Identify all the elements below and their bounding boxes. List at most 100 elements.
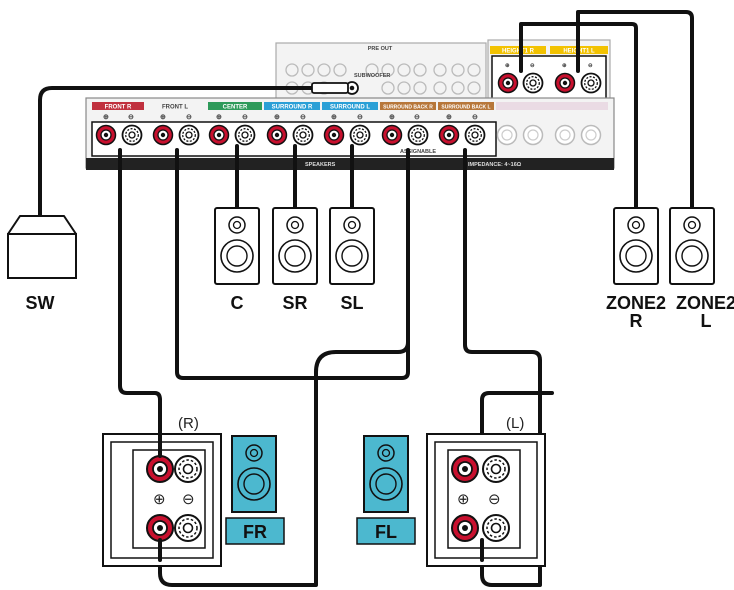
impedance-label: IMPEDANCE: 4~16Ω — [468, 162, 522, 168]
fr-high-minus-terminal — [174, 455, 202, 483]
svg-text:⊕: ⊕ — [389, 114, 395, 121]
svg-text:⊖: ⊖ — [128, 114, 134, 121]
left-tag: (L) — [506, 415, 524, 432]
fl-plate — [356, 517, 416, 545]
surround-back-l-text: SURROUND BACK L — [441, 105, 490, 111]
surround-back-l-minus-terminal — [464, 124, 486, 146]
zone2-right-speaker — [613, 207, 659, 285]
minus-mark: ⊖ — [588, 63, 593, 69]
front-l-plus-terminal — [152, 124, 174, 146]
biamp-wire-ends — [158, 398, 484, 562]
surround-r-header — [264, 102, 320, 110]
zone2-left-speaker — [669, 207, 715, 285]
sl-label: SL — [340, 293, 363, 313]
front-r-minus-terminal — [121, 124, 143, 146]
fr-minus-mark: ⊖ — [182, 491, 195, 508]
fr-low-plus-terminal — [146, 514, 174, 542]
surround-back-r-plus-terminal — [381, 124, 403, 146]
height1-r-text: HEIGHT1 R — [502, 49, 535, 55]
fl-speaker — [363, 435, 409, 513]
speaker-wires — [38, 10, 694, 587]
front-r-header — [92, 102, 144, 110]
unused-terminal — [580, 124, 602, 146]
zone2-l-label-line1: ZONE2 — [676, 293, 734, 313]
zone2-r-label-line1: ZONE2 — [606, 293, 666, 313]
zone2-r-label-line2: R — [630, 311, 643, 331]
sr-label: SR — [282, 293, 307, 313]
center-minus-terminal — [234, 124, 256, 146]
surround-r-text: SURROUND R — [272, 105, 313, 111]
svg-text:⊕: ⊕ — [160, 114, 166, 121]
assignable-label-bottom: ASSIGNABLE — [400, 149, 436, 155]
fr-low-minus-terminal — [174, 514, 202, 542]
front-l-minus-terminal — [178, 124, 200, 146]
svg-text:⊕: ⊕ — [331, 114, 337, 121]
svg-text:⊕: ⊕ — [274, 114, 280, 121]
front-r-text: FRONT R — [105, 105, 132, 111]
plus-mark: ⊕ — [562, 63, 567, 69]
surround-left-speaker — [329, 207, 375, 285]
receiver-preout-panel: PRE OUT SUBWOOFER — [275, 42, 487, 100]
surround-right-speaker — [272, 207, 318, 285]
height1-r-minus-terminal — [522, 72, 544, 94]
front-l-text: FRONT L — [162, 105, 188, 111]
minus-mark: ⊖ — [530, 63, 535, 69]
surround-back-r-minus-terminal — [407, 124, 429, 146]
preout-title: PRE OUT — [368, 46, 393, 52]
zone2-l-label-line2: L — [701, 311, 712, 331]
fl-minus-mark: ⊖ — [488, 491, 501, 508]
unused-header — [496, 102, 608, 110]
height1-l-minus-terminal — [580, 72, 602, 94]
fl-low-minus-terminal — [482, 514, 510, 542]
fr-plus-mark: ⊕ — [153, 491, 166, 508]
surround-back-r-text: SURROUND BACK R — [383, 105, 433, 111]
right-tag: (R) — [178, 415, 199, 432]
surround-l-plus-terminal — [323, 124, 345, 146]
fr-high-plus-terminal — [146, 455, 174, 483]
svg-text:⊖: ⊖ — [414, 114, 420, 121]
unused-terminal — [554, 124, 576, 146]
height1-r-plus-terminal — [497, 72, 519, 94]
unused-terminal — [496, 124, 518, 146]
surround-l-text: SURROUND L — [330, 105, 370, 111]
svg-text:⊕: ⊕ — [103, 114, 109, 121]
surround-l-header — [322, 102, 378, 110]
speakers-label: SPEAKERS — [305, 162, 336, 168]
fl-low-plus-terminal — [451, 514, 479, 542]
fl-label: FL — [375, 522, 397, 542]
fr-plate — [225, 517, 285, 545]
surround-back-r-header — [380, 102, 436, 110]
svg-text:⊖: ⊖ — [300, 114, 306, 121]
height1-l-plus-terminal — [554, 72, 576, 94]
center-plus-terminal — [208, 124, 230, 146]
subwoofer: SW — [7, 215, 77, 313]
sw-label: SW — [26, 293, 55, 313]
center-text: CENTER — [223, 105, 248, 111]
fr-speaker — [231, 435, 277, 513]
surround-back-l-header — [438, 102, 494, 110]
fl-plus-mark: ⊕ — [457, 491, 470, 508]
svg-text:⊕: ⊕ — [446, 114, 452, 121]
fl-high-minus-terminal — [482, 455, 510, 483]
fl-high-plus-terminal — [451, 455, 479, 483]
svg-text:⊖: ⊖ — [186, 114, 192, 121]
front-r-plus-terminal — [95, 124, 117, 146]
plus-minus-marks: ⊕⊖ ⊕⊖ ⊕⊖ ⊕⊖ ⊕⊖ ⊕⊖ ⊕⊖ — [103, 114, 478, 121]
subwoofer-out-label: SUBWOOFER — [354, 73, 390, 79]
front-right-biamp-detail: (R) ⊕ ⊖ FR — [102, 415, 285, 567]
plus-mark: ⊕ — [505, 63, 510, 69]
svg-text:⊖: ⊖ — [472, 114, 478, 121]
unused-terminal — [522, 124, 544, 146]
c-label: C — [231, 293, 244, 313]
svg-text:⊖: ⊖ — [357, 114, 363, 121]
center-header — [208, 102, 262, 110]
center-speaker — [214, 207, 260, 285]
height1-r-header — [490, 46, 546, 54]
svg-text:⊕: ⊕ — [216, 114, 222, 121]
fr-label: FR — [243, 522, 267, 542]
front-left-biamp-detail: (L) ⊕ ⊖ FL — [356, 415, 546, 567]
surround-r-minus-terminal — [292, 124, 314, 146]
surround-r-plus-terminal — [266, 124, 288, 146]
surround-back-l-plus-terminal — [438, 124, 460, 146]
